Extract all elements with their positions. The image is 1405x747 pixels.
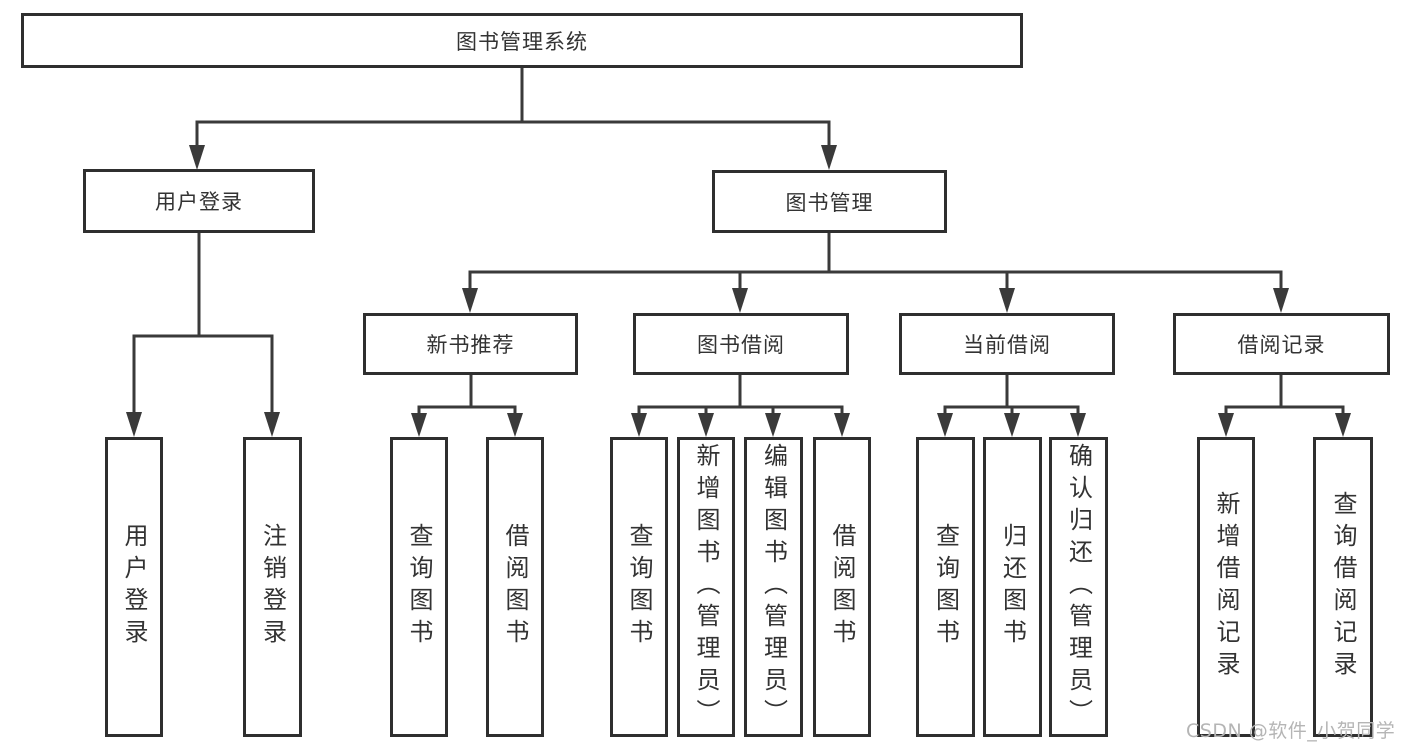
node-user-login: 用户登录 bbox=[83, 169, 315, 233]
leaf-query-borrow-record: 查询借阅记录 bbox=[1313, 437, 1373, 737]
csdn-watermark: CSDN @软件_小贺同学 bbox=[1186, 720, 1396, 742]
node-borrowing-records: 借阅记录 bbox=[1173, 313, 1390, 375]
leaf-logout: 注销登录 bbox=[243, 437, 302, 737]
leaf-add-books-admin: 新增图书（管理员） bbox=[677, 437, 735, 737]
leaf-edit-books-admin: 编辑图书（管理员） bbox=[744, 437, 803, 737]
leaf-add-borrow-record: 新增借阅记录 bbox=[1197, 437, 1255, 737]
node-book-management: 图书管理 bbox=[712, 170, 947, 233]
leaf-query-books-current: 查询图书 bbox=[916, 437, 975, 737]
leaf-query-books-recommend: 查询图书 bbox=[390, 437, 448, 737]
leaf-return-books: 归还图书 bbox=[983, 437, 1042, 737]
node-book-borrowing: 图书借阅 bbox=[633, 313, 849, 375]
leaf-confirm-return-admin: 确认归还（管理员） bbox=[1049, 437, 1108, 737]
leaf-borrow-books-recommend: 借阅图书 bbox=[486, 437, 544, 737]
node-new-book-recommendation: 新书推荐 bbox=[363, 313, 578, 375]
node-current-borrowing: 当前借阅 bbox=[899, 313, 1115, 375]
node-library-management-system: 图书管理系统 bbox=[21, 13, 1023, 68]
leaf-user-login: 用户登录 bbox=[105, 437, 163, 737]
leaf-query-books-borrowing: 查询图书 bbox=[610, 437, 668, 737]
leaf-borrow-books-borrowing: 借阅图书 bbox=[813, 437, 871, 737]
